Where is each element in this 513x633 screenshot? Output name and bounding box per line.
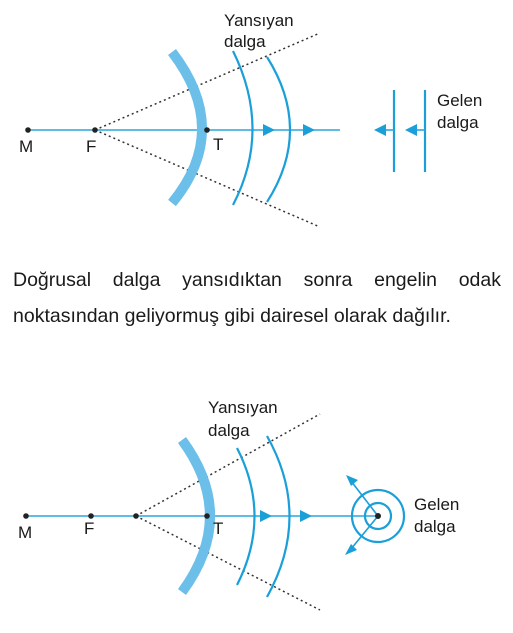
top-arrow-right-2 [303, 124, 315, 136]
top-cone-lower-line [94, 129, 321, 228]
bottom-cone-lower-line [135, 515, 321, 611]
top-reflected-wave-arc-2 [266, 56, 291, 203]
bottom-point-T [204, 513, 210, 519]
top-label-T: T [213, 135, 223, 154]
bottom-point-source [375, 513, 381, 519]
top-diagram: M F T Yansıyan dalga Gelen dalga [19, 11, 482, 228]
bottom-concave-mirror [177, 437, 215, 595]
bottom-diagram: M F T Yansıyan dalga Gelen dalga [18, 398, 459, 611]
bottom-incident-label-line1: Gelen [414, 495, 459, 514]
bottom-point-center [133, 513, 139, 519]
bottom-incident-wave-circle-2 [350, 488, 406, 544]
top-incident-label-line1: Gelen [437, 91, 482, 110]
top-arrow-right-1 [263, 124, 275, 136]
top-reflected-label-line1: Yansıyan [224, 11, 294, 30]
top-concave-mirror [168, 48, 207, 207]
description-paragraph: Doğrusal dalga yansıdıktan sonra engelin… [13, 269, 501, 327]
top-arrow-left-1 [374, 124, 386, 136]
bottom-label-M: M [18, 523, 32, 542]
top-point-F [92, 127, 98, 133]
top-arrow-left-2 [405, 124, 417, 136]
top-reflected-label-line2: dalga [224, 32, 266, 51]
top-reflected-wave-arc-1 [232, 50, 254, 206]
bottom-point-F [88, 513, 94, 519]
bottom-source-arrow-down-head [345, 544, 357, 555]
bottom-source-arrow-up-stem [350, 480, 379, 517]
bottom-point-M [23, 513, 29, 519]
bottom-reflected-wave-arc-2 [266, 435, 291, 598]
bottom-incident-wave-circle-1 [363, 501, 393, 531]
bottom-reflected-label-line2: dalga [208, 421, 250, 440]
bottom-arrow-right-2 [300, 510, 312, 522]
top-label-F: F [86, 137, 96, 156]
bottom-label-T: T [213, 519, 223, 538]
top-cone-upper-line [94, 32, 321, 131]
top-label-M: M [19, 137, 33, 156]
top-point-M [25, 127, 31, 133]
top-point-T [204, 127, 210, 133]
bottom-source-arrow-down-stem [350, 515, 379, 550]
bottom-label-F: F [84, 519, 94, 538]
bottom-reflected-wave-arc-1 [236, 447, 256, 586]
bottom-arrow-right-1 [260, 510, 272, 522]
top-incident-label-line2: dalga [437, 113, 479, 132]
bottom-reflected-label-line1: Yansıyan [208, 398, 278, 417]
bottom-source-arrow-up-head [346, 475, 358, 486]
bottom-cone-upper-line [135, 413, 321, 517]
bottom-incident-label-line2: dalga [414, 517, 456, 536]
